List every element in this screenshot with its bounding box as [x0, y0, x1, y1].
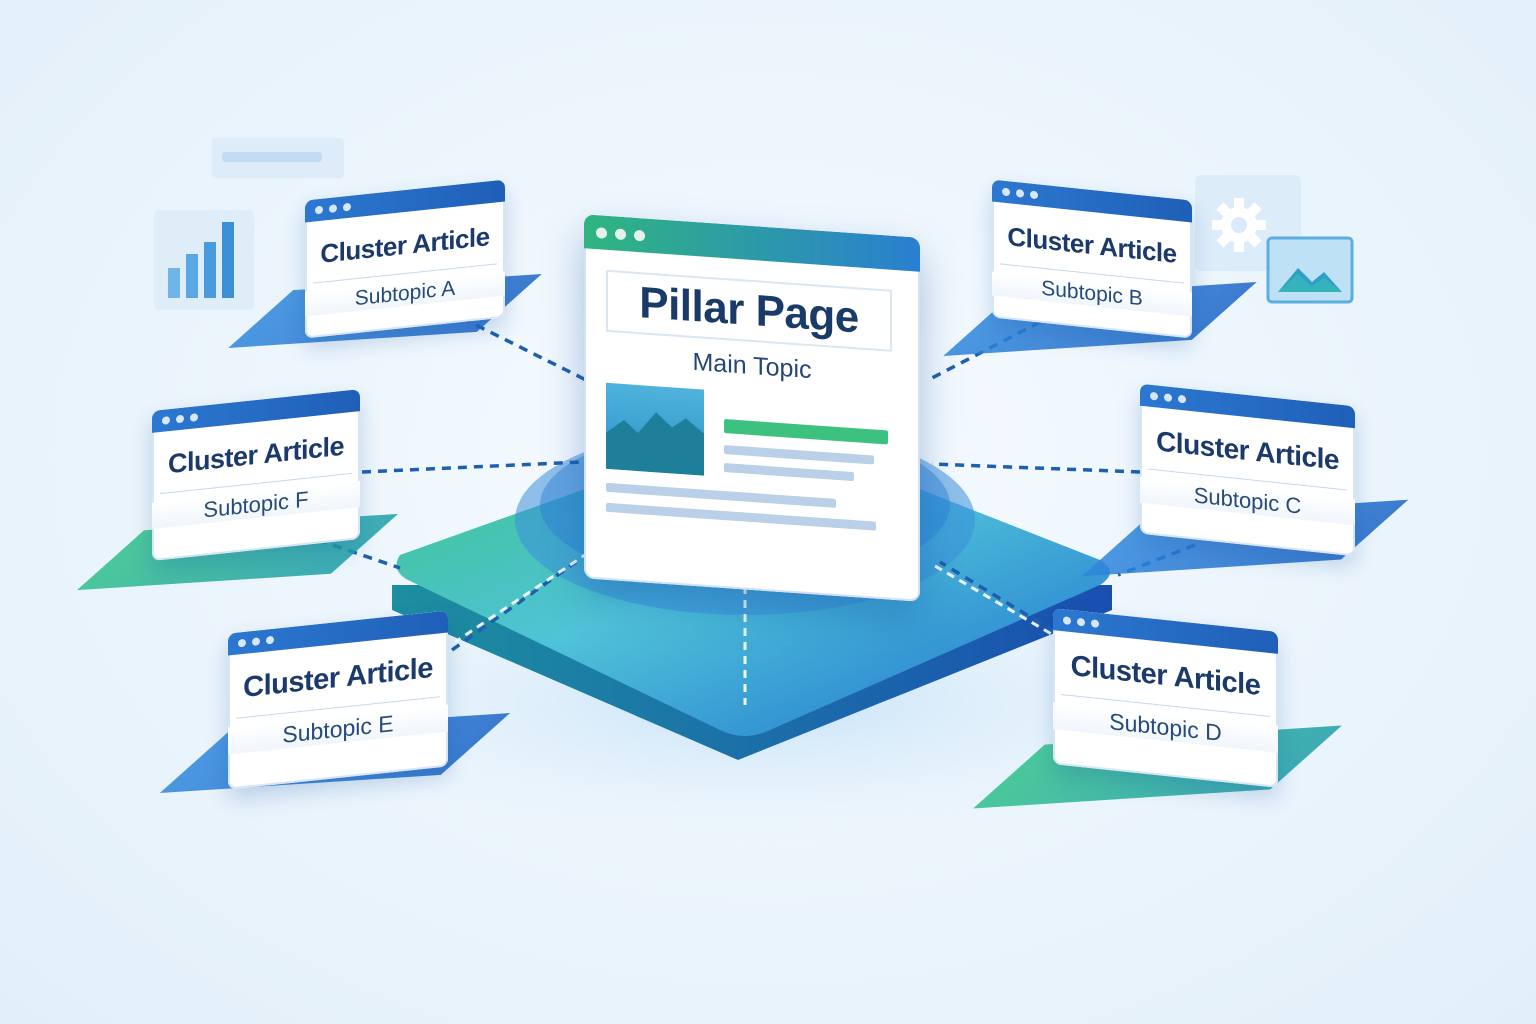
connector-center-e	[454, 543, 601, 644]
window-dot-icon	[1150, 391, 1158, 401]
window-dot-icon	[162, 416, 170, 425]
window-dot-icon	[1077, 617, 1085, 627]
connector-e	[450, 550, 592, 652]
window-dot-icon	[596, 226, 607, 239]
window-dot-icon	[238, 638, 246, 648]
window-dot-icon	[634, 229, 645, 242]
cluster-subtitle: Subtopic B	[992, 271, 1192, 317]
cluster-card-b[interactable]: Cluster Article Subtopic B	[992, 179, 1192, 339]
pillar-title-box: Pillar Page	[606, 269, 892, 352]
cluster-card-e[interactable]: Cluster Article Subtopic E	[228, 610, 448, 790]
window-dot-icon	[190, 413, 198, 422]
connector-f2	[317, 538, 401, 570]
pillar-title: Pillar Page	[639, 278, 859, 343]
connector-f	[361, 460, 583, 474]
content-line	[724, 445, 874, 465]
window-dot-icon	[343, 202, 351, 212]
cluster-subtitle: Subtopic E	[228, 704, 448, 755]
connector-a	[461, 316, 587, 382]
pillar-page-card[interactable]: Pillar Page Main Topic	[584, 214, 920, 602]
window-dot-icon	[252, 637, 260, 647]
window-dot-icon	[1164, 393, 1172, 403]
window-dot-icon	[176, 414, 184, 424]
cluster-title: Cluster Article	[167, 430, 345, 480]
cluster-title: Cluster Article	[1007, 221, 1177, 269]
cluster-card-a[interactable]: Cluster Article Subtopic A	[305, 179, 505, 339]
window-dot-icon	[615, 227, 626, 240]
window-dot-icon	[315, 205, 323, 215]
window-dot-icon	[1016, 189, 1024, 198]
connector-c	[931, 462, 1141, 474]
window-dot-icon	[1063, 616, 1071, 626]
cluster-subtitle: Subtopic C	[1140, 476, 1355, 526]
cluster-subtitle: Subtopic A	[305, 271, 505, 317]
content-line	[724, 463, 854, 482]
bar-chart-icon	[154, 138, 344, 310]
cluster-card-d[interactable]: Cluster Article Subtopic D	[1053, 608, 1278, 788]
image-icon	[1266, 236, 1354, 304]
window-dot-icon	[266, 635, 274, 645]
cluster-card-f[interactable]: Cluster Article Subtopic F	[152, 389, 360, 561]
content-line	[606, 482, 836, 508]
cluster-card-c[interactable]: Cluster Article Subtopic C	[1140, 383, 1355, 557]
window-dot-icon	[1178, 394, 1186, 404]
window-dot-icon	[1030, 190, 1038, 200]
pillar-content	[606, 382, 898, 543]
connector-center-d	[934, 564, 1056, 638]
cluster-subtitle: Subtopic D	[1053, 702, 1278, 753]
window-dot-icon	[1091, 619, 1099, 629]
cluster-subtitle: Subtopic F	[152, 481, 360, 529]
connector-d	[939, 560, 1056, 634]
landscape-image-icon	[606, 382, 704, 476]
cluster-title: Cluster Article	[320, 221, 490, 269]
window-dot-icon	[329, 204, 337, 213]
content-line	[724, 419, 888, 445]
window-dot-icon	[1002, 187, 1010, 197]
